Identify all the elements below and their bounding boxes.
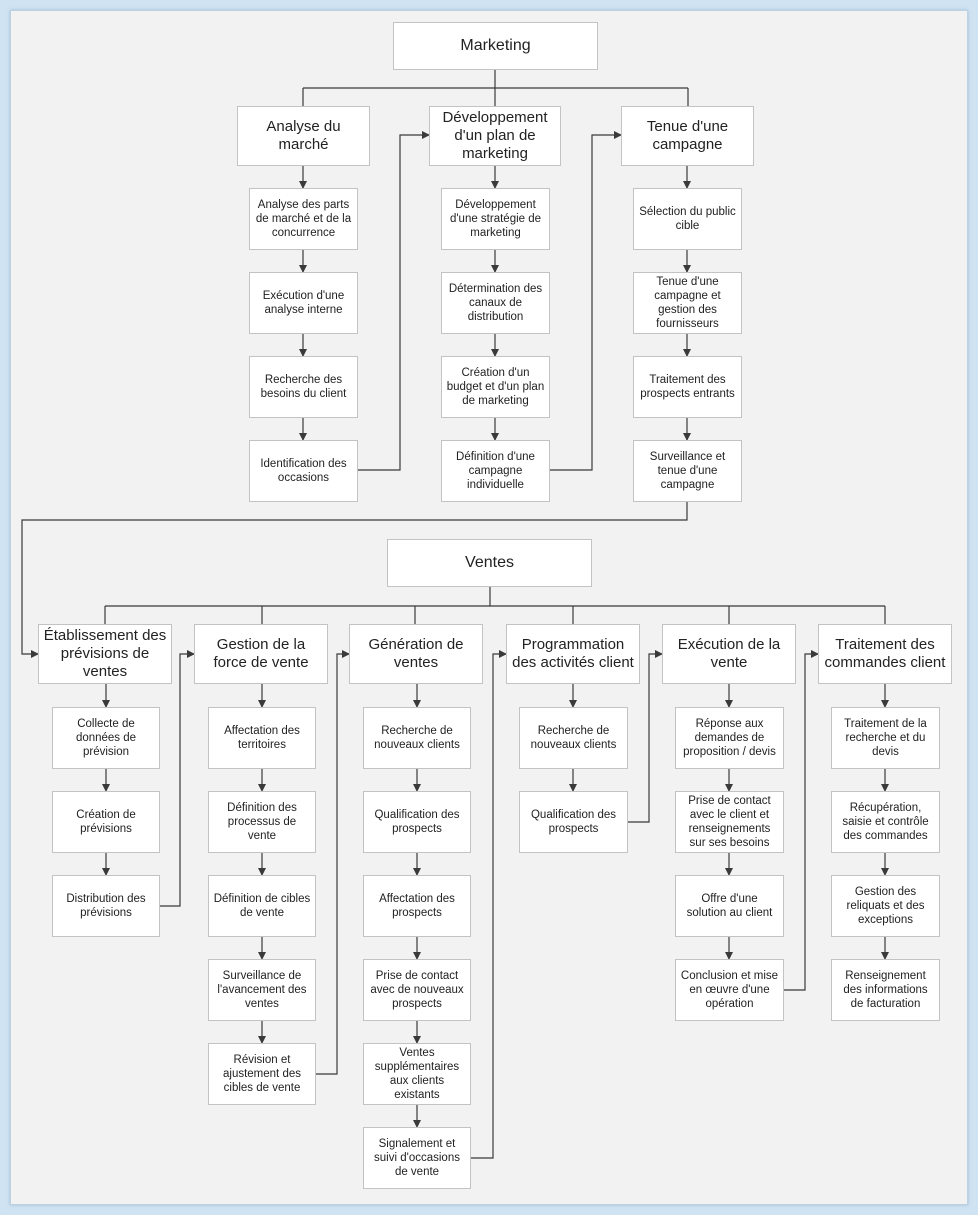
sales-task: Récupération, saisie et contrôle des com… [831,791,940,853]
sales-header-force-de-vente: Gestion de la force de vente [194,624,328,684]
sales-task: Affectation des prospects [363,875,471,937]
sales-task: Révision et ajustement des cibles de ven… [208,1043,316,1105]
sales-task: Recherche de nouveaux clients [363,707,471,769]
sales-header-traitement-commandes: Traitement des commandes client [818,624,952,684]
arrow [316,650,350,1075]
sales-task: Offre d'une solution au client [675,875,784,937]
sales-task: Réponse aux demandes de proposition / de… [675,707,784,769]
marketing-task: Recherche des besoins du client [249,356,358,418]
sales-task: Création de prévisions [52,791,160,853]
sales-task: Surveillance de l'avancement des ventes [208,959,316,1021]
marketing-title-box: Marketing [393,22,598,70]
connector-sales-tree [104,587,886,624]
sales-header-generation-ventes: Génération de ventes [349,624,483,684]
sales-task: Distribution des prévisions [52,875,160,937]
connector-marketing-tree [302,70,689,107]
sales-task: Qualification des prospects [519,791,628,853]
marketing-task: Détermination des canaux de distribution [441,272,550,334]
arrow [358,131,430,471]
sales-task: Ventes supplémentaires aux clients exist… [363,1043,471,1105]
sales-task: Prise de contact avec le client et rense… [675,791,784,853]
marketing-task: Traitement des prospects entrants [633,356,742,418]
arrow [21,502,688,658]
marketing-header-developpement-plan: Développement d'un plan de marketing [429,106,561,166]
sales-task: Affectation des territoires [208,707,316,769]
arrow [471,650,507,1159]
marketing-header-tenue-campagne: Tenue d'une campagne [621,106,754,166]
marketing-task: Exécution d'une analyse interne [249,272,358,334]
sales-task: Définition de cibles de vente [208,875,316,937]
sales-task: Traitement de la recherche et du devis [831,707,940,769]
arrow [784,650,819,991]
marketing-task: Définition d'une campagne individuelle [441,440,550,502]
sales-header-previsions: Établissement des prévisions de ventes [38,624,172,684]
sales-task: Renseignement des informations de factur… [831,959,940,1021]
marketing-task: Identification des occasions [249,440,358,502]
sales-task: Signalement et suivi d'occasions de vent… [363,1127,471,1189]
marketing-task: Sélection du public cible [633,188,742,250]
sales-task: Prise de contact avec de nouveaux prospe… [363,959,471,1021]
arrow [628,650,663,823]
sales-task: Recherche de nouveaux clients [519,707,628,769]
marketing-task: Analyse des parts de marché et de la con… [249,188,358,250]
sales-title-box: Ventes [387,539,592,587]
marketing-task: Tenue d'une campagne et gestion des four… [633,272,742,334]
sales-task: Définition des processus de vente [208,791,316,853]
marketing-header-analyse-du-marche: Analyse du marché [237,106,370,166]
sales-header-programmation: Programmation des activités client [506,624,640,684]
marketing-task: Création d'un budget et d'un plan de mar… [441,356,550,418]
marketing-task: Surveillance et tenue d'une campagne [633,440,742,502]
sales-task: Qualification des prospects [363,791,471,853]
arrow [160,650,195,907]
marketing-task: Développement d'une stratégie de marketi… [441,188,550,250]
sales-task: Collecte de données de prévision [52,707,160,769]
sales-task: Gestion des reliquats et des exceptions [831,875,940,937]
sales-header-execution-vente: Exécution de la vente [662,624,796,684]
sales-task: Conclusion et mise en œuvre d'une opérat… [675,959,784,1021]
arrow [550,131,622,471]
